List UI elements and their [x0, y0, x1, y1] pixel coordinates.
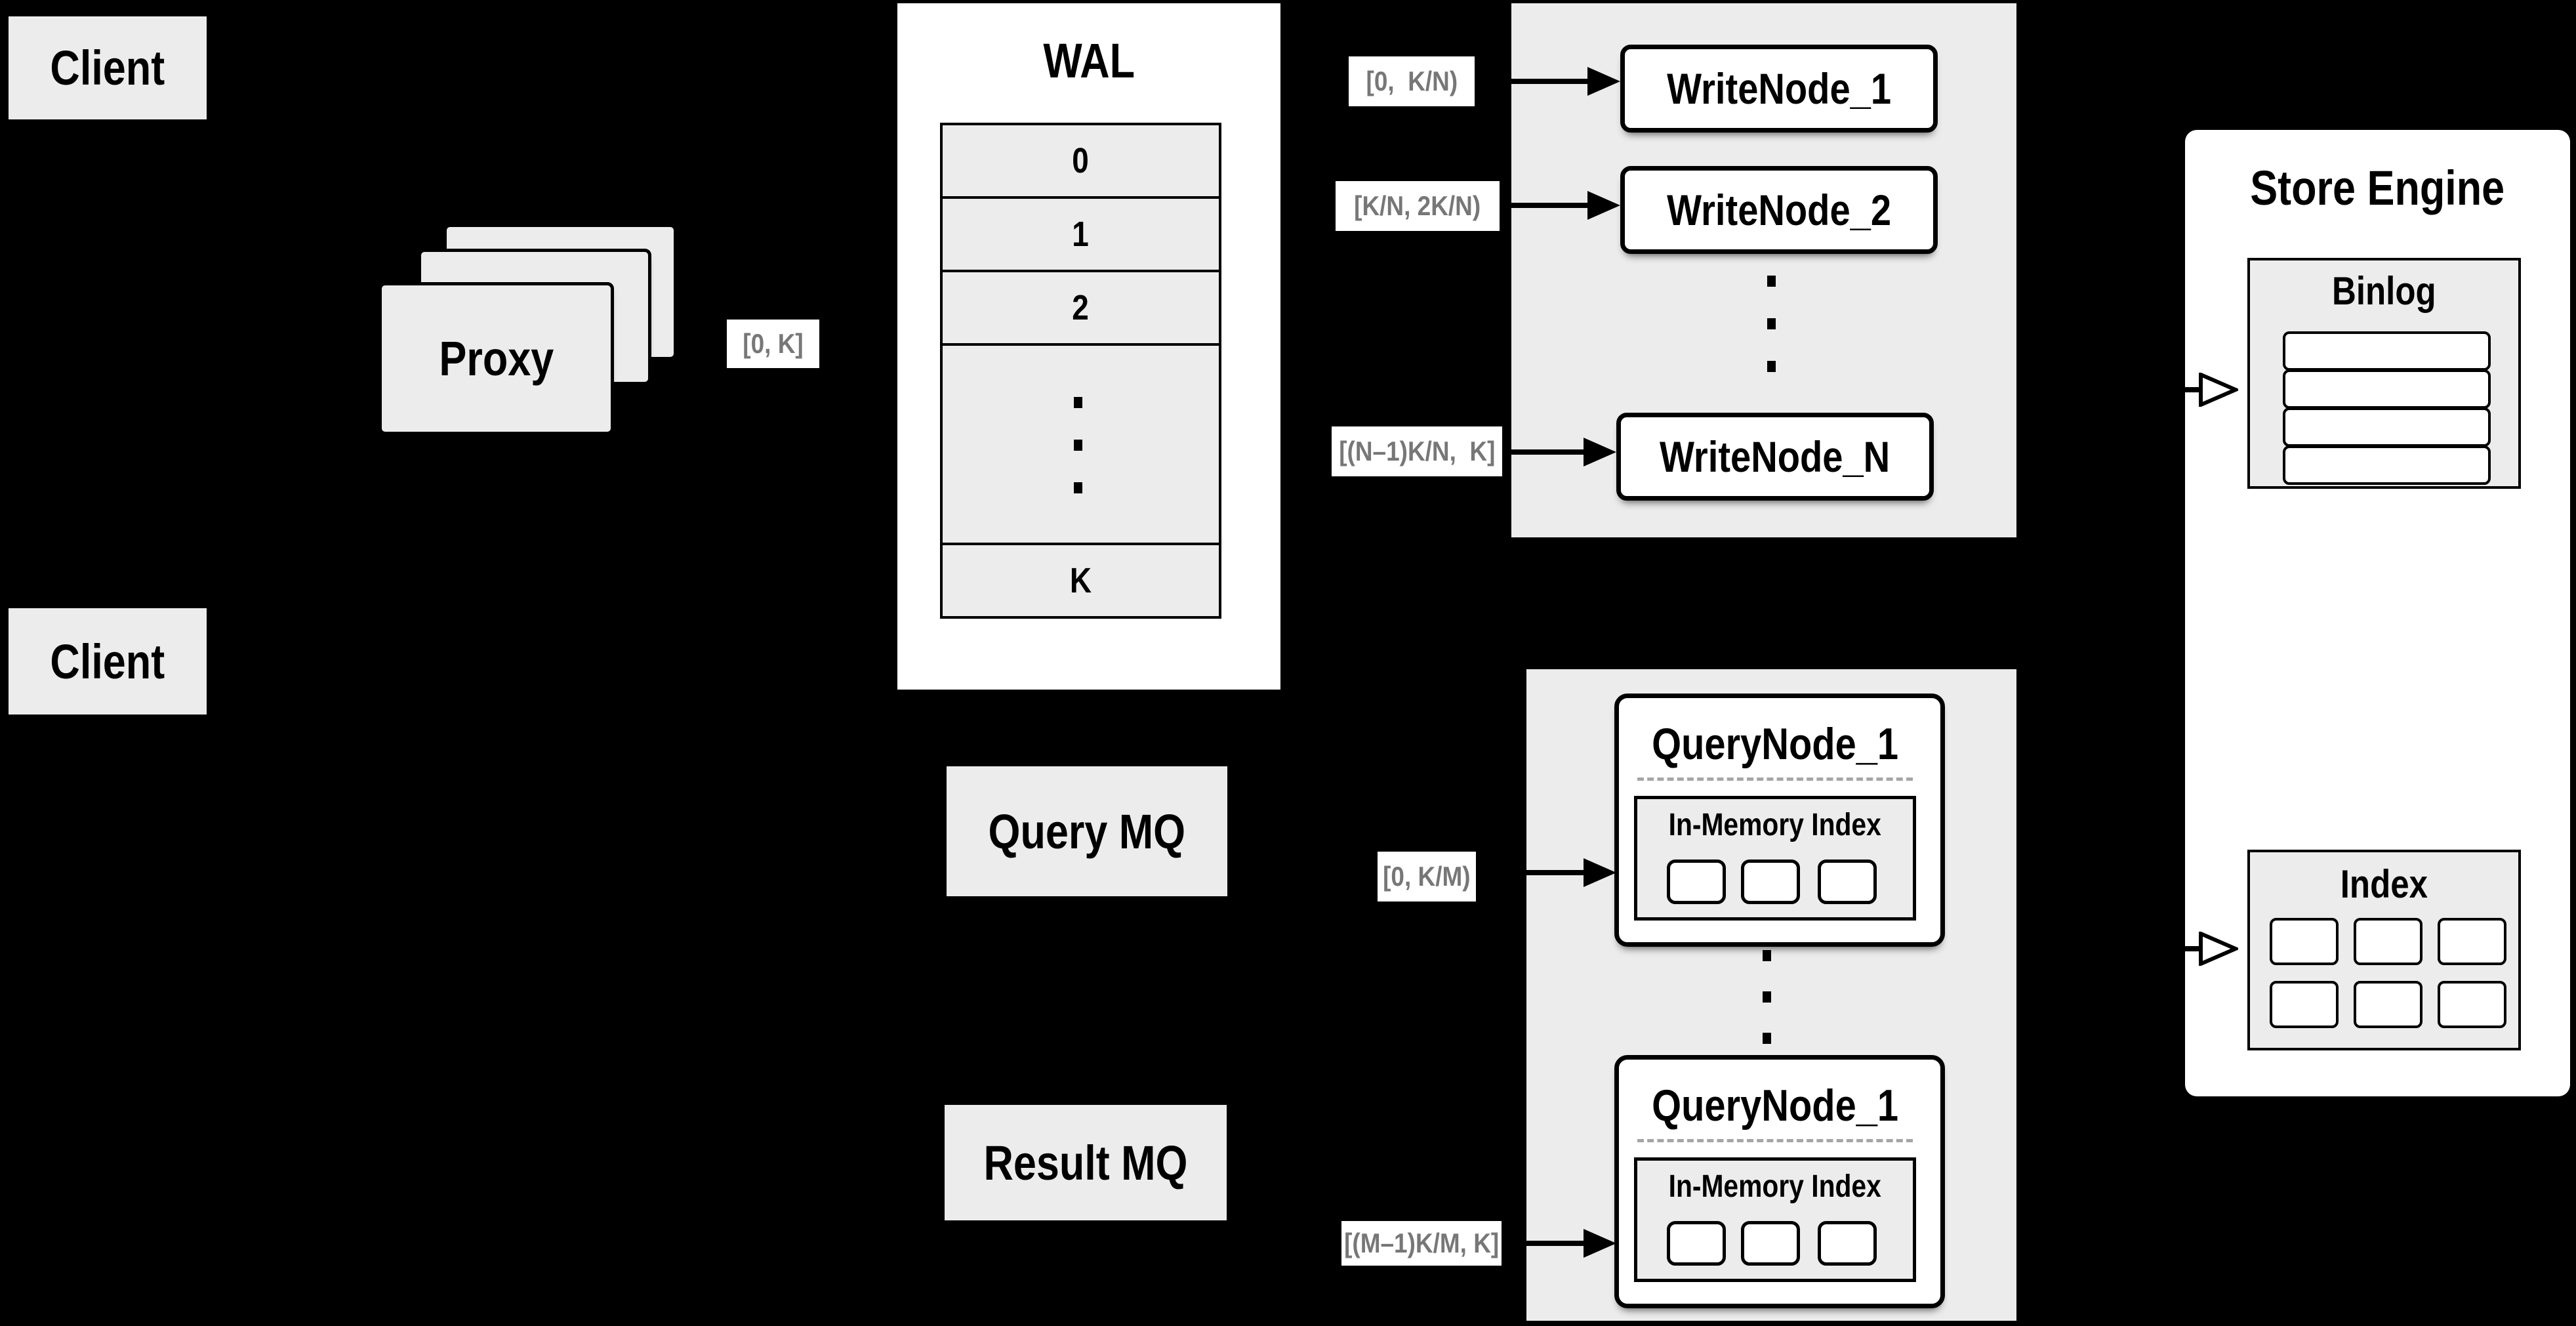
range-label-query-m: [(M–1)K/M, K] [1341, 1221, 1502, 1266]
query-node-1: QueryNode_1 In-Memory Index [1614, 694, 1945, 947]
query-mq-box: Query MQ [947, 766, 1227, 896]
index-cell [2438, 981, 2506, 1028]
in-memory-index-title-wrap: In-Memory Index [1668, 1169, 1882, 1204]
binlog-segment [2283, 445, 2491, 485]
index-cell [2354, 981, 2423, 1028]
index-cell [2270, 981, 2339, 1028]
in-memory-index-title-wrap: In-Memory Index [1668, 807, 1882, 842]
binlog-box: Binlog [2247, 258, 2521, 489]
binlog-segment [2283, 407, 2491, 447]
in-memory-index-box-2: In-Memory Index [1634, 1157, 1916, 1282]
query-cluster-panel: QueryNode_1 In-Memory Index QueryNode_1 [1526, 669, 2016, 1321]
vertical-dots-icon [1763, 950, 1771, 1044]
index-box: Index [2247, 850, 2521, 1050]
client-top-label: Client [50, 41, 165, 95]
vertical-dots-icon [1767, 276, 1776, 372]
segment-cell [1667, 860, 1726, 904]
in-memory-index-box-1: In-Memory Index [1634, 796, 1916, 921]
segment-cell [1818, 860, 1877, 904]
write-node-2: WriteNode_2 [1620, 166, 1938, 254]
wal-panel: WAL 0 1 2 K [897, 3, 1280, 690]
index-title-wrap: Index [2340, 861, 2428, 906]
wal-title-wrap: WAL [897, 31, 1280, 90]
client-bottom-label: Client [50, 634, 165, 689]
binlog-segment [2283, 369, 2491, 409]
wal-row-ellipsis [943, 346, 1219, 545]
wal-table: 0 1 2 K [940, 123, 1221, 619]
query-mq-label: Query MQ [988, 804, 1186, 859]
index-cell [2270, 918, 2339, 965]
proxy-card-front: Proxy [378, 282, 614, 435]
write-node-1: WriteNode_1 [1620, 45, 1938, 133]
segment-cell [1818, 1221, 1877, 1266]
index-cell [2354, 918, 2423, 965]
client-box-top: Client [9, 16, 207, 119]
store-engine-title: Store Engine [2250, 160, 2505, 215]
range-label-write-n: [(N–1)K/N, K] [1332, 426, 1502, 476]
range-label-write-1: [0, K/N) [1349, 56, 1475, 106]
dashed-separator [1637, 777, 1913, 781]
proxy-label: Proxy [439, 331, 554, 386]
wal-row-2: 2 [943, 272, 1219, 346]
index-cell [2438, 918, 2506, 965]
dashed-separator [1637, 1139, 1913, 1142]
store-engine-title-wrap: Store Engine [2185, 157, 2570, 218]
query-node-1-title-wrap: QueryNode_1 [1652, 719, 1898, 769]
store-engine-panel: Store Engine Binlog Index [2185, 130, 2570, 1096]
query-node-2: QueryNode_1 In-Memory Index [1614, 1055, 1945, 1308]
wal-row-1: 1 [943, 199, 1219, 272]
write-node-n: WriteNode_N [1616, 413, 1934, 501]
range-label-proxy-out: [0, K] [727, 320, 819, 368]
client-box-bottom: Client [9, 608, 207, 715]
wal-row-k: K [943, 545, 1219, 619]
segment-cell [1741, 860, 1800, 904]
binlog-segment [2283, 331, 2491, 371]
range-label-write-2: [K/N, 2K/N) [1336, 181, 1500, 231]
query-node-2-title-wrap: QueryNode_1 [1652, 1081, 1898, 1130]
segment-cell [1741, 1221, 1800, 1266]
wal-title: WAL [1043, 33, 1135, 88]
range-label-query-1: [0, K/M) [1378, 852, 1476, 901]
vertical-dots-icon [1074, 397, 1082, 493]
wal-row-0: 0 [943, 125, 1219, 199]
segment-cell [1667, 1221, 1726, 1266]
result-mq-label: Result MQ [983, 1135, 1188, 1190]
result-mq-box: Result MQ [945, 1105, 1227, 1220]
binlog-title-wrap: Binlog [2332, 268, 2436, 313]
